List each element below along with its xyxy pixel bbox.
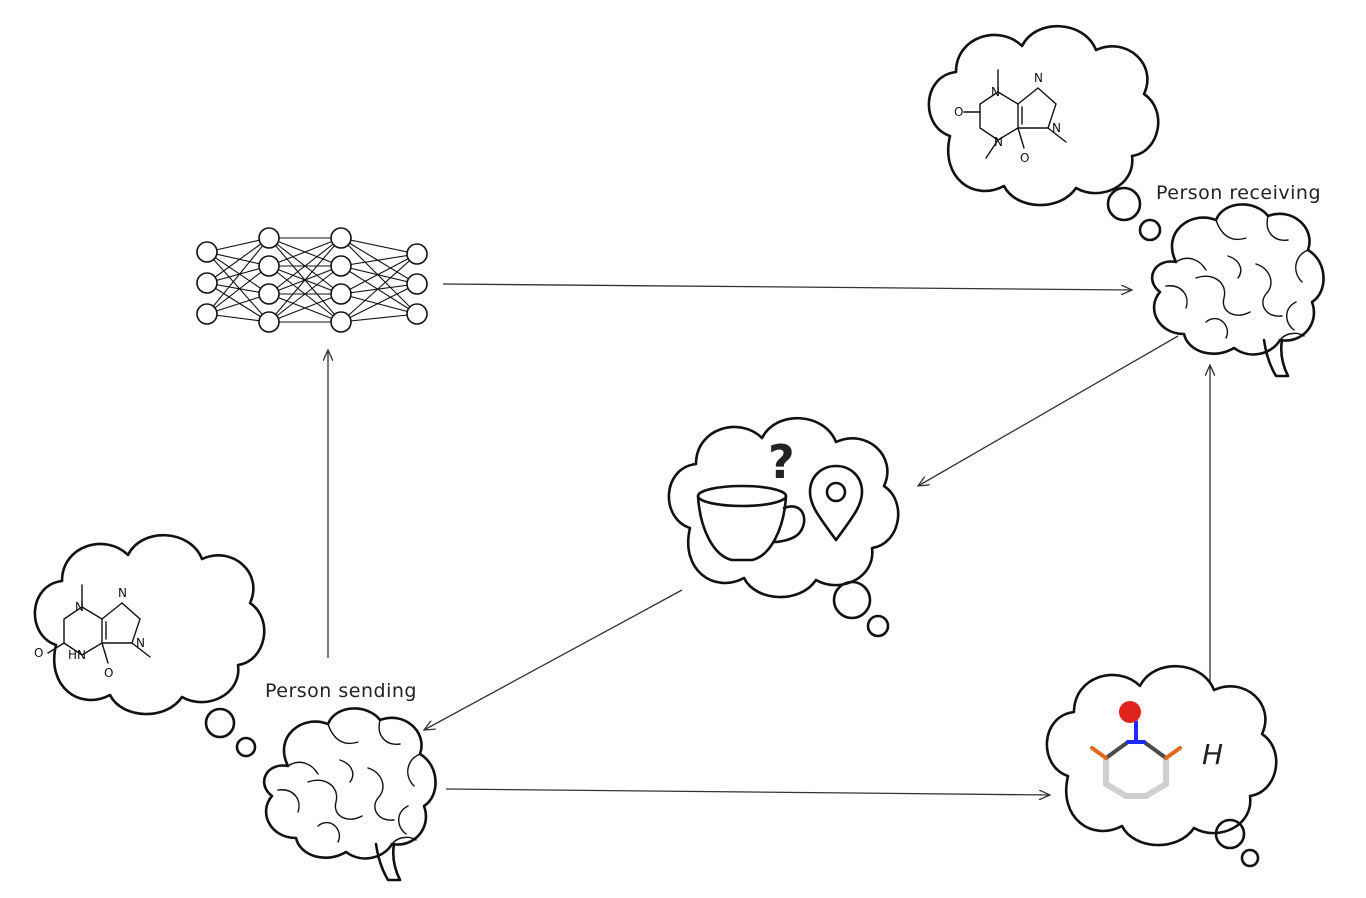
sender-atom-6: O	[104, 666, 113, 680]
neural-network-node	[258, 311, 280, 333]
neural-network-edge	[206, 282, 270, 323]
neural-network-edge	[206, 265, 270, 315]
neural-network-edge	[340, 237, 418, 285]
neural-network-edge	[340, 253, 418, 267]
sender-atom-4: HN	[68, 648, 86, 662]
sender-label: Person sending	[265, 680, 417, 702]
neural-network-node	[406, 303, 428, 325]
neural-network-node	[406, 273, 428, 295]
neural-network-edge	[340, 265, 418, 285]
arrow-context-to-sender	[424, 589, 683, 730]
sender-molecule: N N N HN O O	[34, 584, 151, 680]
sender-atom-5: O	[34, 646, 43, 660]
sender-thought-bubble: N N N HN O O	[33, 533, 266, 758]
coffee-cup-icon	[696, 484, 806, 562]
sender-atom-3: N	[136, 636, 145, 650]
neural-network-edge	[206, 293, 270, 315]
neural-network-node	[406, 243, 428, 265]
thought-bubble-icon	[33, 533, 266, 716]
neural-network-node	[330, 283, 352, 305]
receiver-thought-bubble: N N N N O O	[927, 24, 1162, 242]
receiver-atom-5: O	[954, 105, 963, 119]
thought-dot-small	[866, 614, 890, 638]
arrow-network-to-receiver	[442, 283, 1132, 290]
thought-dot-small	[235, 736, 257, 758]
neural-network-edge	[340, 293, 418, 315]
thought-dot-small	[1240, 848, 1260, 868]
receiver-atom-4: N	[994, 135, 1003, 149]
sender-atom-2: N	[118, 586, 127, 600]
neural-network-edge	[340, 313, 418, 323]
neural-network-edge	[268, 265, 342, 323]
neural-network-edge	[206, 251, 270, 323]
neural-network-edge	[340, 237, 418, 315]
context-thought-bubble: ?	[667, 416, 900, 638]
neural-network-edge	[340, 265, 418, 315]
neural-network-edge	[206, 237, 270, 284]
neural-network-node	[196, 241, 218, 263]
thought-dot-large	[204, 707, 236, 739]
connector-arrows	[328, 283, 1210, 795]
neural-network-edge	[340, 253, 418, 295]
neural-network-edge	[340, 253, 418, 323]
receiver-atom-3: N	[1052, 121, 1061, 135]
neural-network-edge	[268, 237, 342, 323]
h-symbol: H	[1202, 738, 1223, 771]
thought-dot-large	[1106, 186, 1142, 222]
sender-atom-1: N	[75, 600, 84, 614]
neural-network-edge	[268, 237, 342, 295]
thought-dot-large	[1214, 818, 1246, 850]
sender-brain-icon	[262, 707, 437, 882]
neural-network-node	[196, 272, 218, 294]
neural-network-icon	[196, 227, 428, 333]
receiver-atom-2: N	[1034, 71, 1043, 85]
arrow-receiver-to-context	[918, 335, 1179, 486]
neural-network-node	[330, 255, 352, 277]
neural-network-node	[330, 227, 352, 249]
neural-network-node	[196, 303, 218, 325]
arrow-sender-to-fragment	[445, 788, 1050, 795]
receiver-atom-1: N	[991, 85, 1000, 99]
neural-network-edges	[206, 237, 418, 323]
neural-network-edge	[268, 293, 342, 323]
receiver-molecule: N N N N O O	[954, 69, 1067, 165]
neural-network-nodes	[196, 227, 428, 333]
neural-network-edge	[340, 283, 418, 323]
receiver-brain-icon	[1150, 203, 1325, 378]
neural-network-edge	[206, 237, 270, 315]
neural-network-node	[258, 227, 280, 249]
neural-network-edge	[268, 237, 342, 267]
neural-network-edge	[206, 251, 270, 295]
location-pin-icon	[808, 464, 864, 542]
thought-dot-large	[832, 580, 872, 620]
receiver-label: Person receiving	[1156, 182, 1321, 204]
thought-dot-small	[1138, 218, 1162, 242]
neural-network-node	[330, 311, 352, 333]
neural-network-edge	[340, 237, 418, 255]
question-mark: ?	[768, 435, 795, 489]
receiver-atom-6: O	[1020, 151, 1029, 165]
neural-network-edge	[340, 283, 418, 295]
neural-network-node	[258, 283, 280, 305]
molecule-fragment-icon	[1090, 701, 1182, 799]
fragment-thought-bubble: H	[1045, 664, 1278, 868]
neural-network-node	[258, 255, 280, 277]
